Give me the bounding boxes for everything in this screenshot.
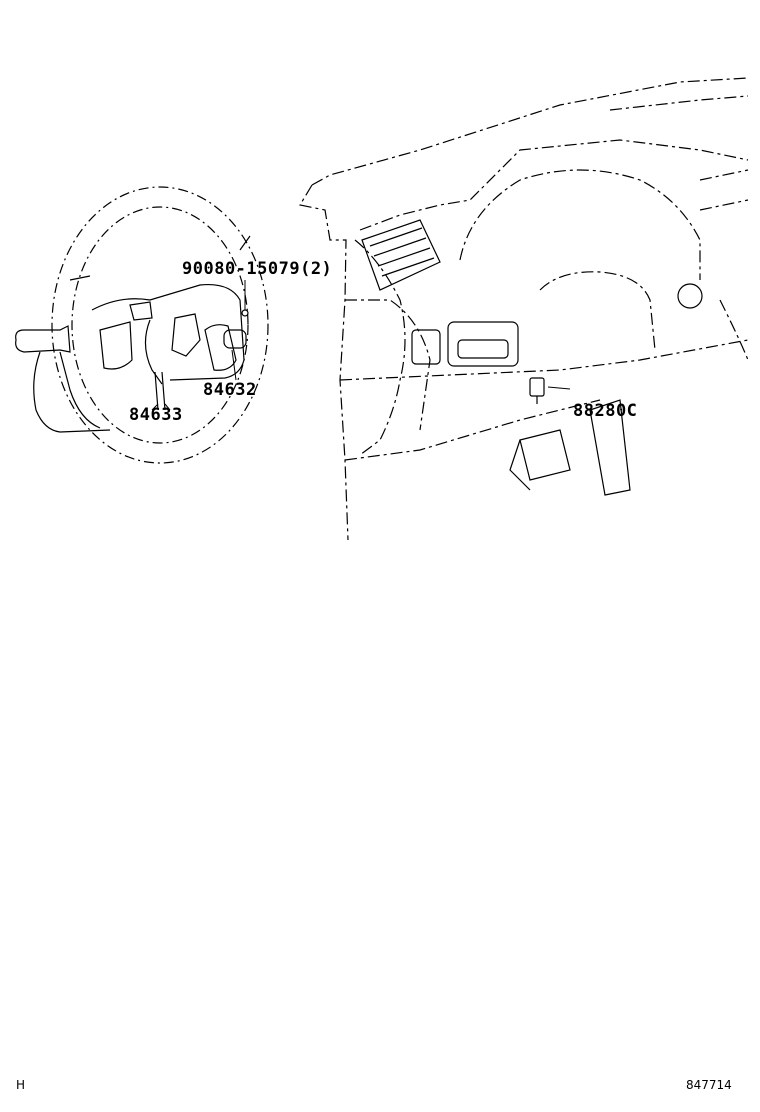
part-label-88280c: 88280C (573, 401, 638, 421)
part-label-84632: 84632 (203, 380, 257, 400)
pedals (509, 399, 631, 496)
part-label-84633: 84633 (129, 405, 183, 425)
lower-switch-panel (411, 283, 703, 367)
leader-lines (151, 280, 571, 411)
instrument-panel (299, 77, 749, 541)
part-label-bolt: 90080-15079(2) (182, 259, 333, 279)
figure-number: 847714 (686, 1078, 732, 1092)
air-vent (361, 219, 441, 291)
steering-wheel (51, 186, 269, 464)
steering-dashboard-illustration (15, 77, 749, 541)
steering-column (15, 325, 111, 433)
stop-lamp-switch (529, 377, 545, 404)
corner-mark: H (16, 1078, 26, 1092)
